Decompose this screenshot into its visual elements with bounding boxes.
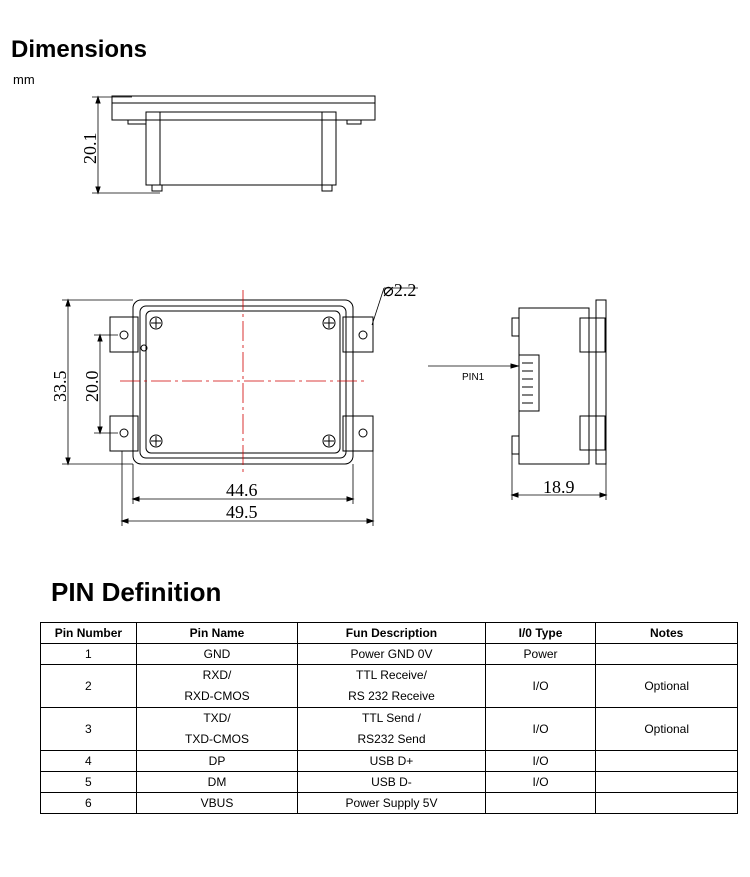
- pin-notes: [595, 750, 738, 772]
- pin-description: Power Supply 5V: [297, 792, 486, 814]
- io-type: Power: [484, 643, 597, 665]
- total-height-label: 33.5: [50, 371, 70, 403]
- pin1-label: PIN1: [462, 372, 485, 383]
- screw-icon: [149, 434, 163, 448]
- screw-icon: [322, 316, 336, 330]
- height-label: 20.1: [80, 133, 100, 165]
- io-type: [484, 792, 597, 814]
- column-header: Notes: [595, 622, 738, 644]
- pin-description-line: RS232 Send: [357, 732, 426, 746]
- pin-number: 4: [40, 750, 137, 772]
- table-row: 2 RXD/RXD-CMOS TTL Receive/RS 232 Receiv…: [40, 664, 738, 708]
- pin-description-line: TTL Send /: [362, 711, 421, 725]
- pin-description-line: TTL Receive/: [356, 668, 427, 682]
- hole-diameter-label: ⌀2.2: [383, 280, 416, 300]
- pin-name-line: RXD-CMOS: [184, 689, 250, 703]
- table-row: 1 GND Power GND 0V Power: [40, 643, 738, 665]
- pin-description: TTL Receive/RS 232 Receive: [297, 664, 486, 708]
- side-profile-view: [92, 95, 376, 195]
- screw-icon: [149, 316, 163, 330]
- column-header: Pin Name: [135, 622, 299, 644]
- pin-description: Power GND 0V: [297, 643, 486, 665]
- inner-width-label: 44.6: [226, 480, 258, 500]
- total-width-label: 49.5: [226, 502, 258, 522]
- pin-description: USB D+: [297, 750, 486, 772]
- pin-table: Pin Number Pin Name Fun Description I/0 …: [40, 622, 738, 814]
- io-type: I/O: [484, 707, 597, 751]
- pin-name: VBUS: [135, 792, 299, 814]
- pin-name: DP: [135, 750, 299, 772]
- pin-name-line: TXD/: [203, 711, 231, 725]
- column-header: I/0 Type: [484, 622, 597, 644]
- column-header: Pin Number: [40, 622, 137, 644]
- pin-number: 5: [40, 771, 137, 793]
- section-title: PIN Definition: [51, 577, 222, 607]
- io-type: I/O: [484, 664, 597, 708]
- pin-name: RXD/RXD-CMOS: [135, 664, 299, 708]
- pin-name: TXD/TXD-CMOS: [135, 707, 299, 751]
- pin-number: 2: [40, 664, 137, 708]
- pin-name: GND: [135, 643, 299, 665]
- screw-icon: [322, 434, 336, 448]
- io-type: I/O: [484, 771, 597, 793]
- unit-label: mm: [13, 72, 35, 87]
- dimension-drawing: 20.1 ⌀2.2 33.5 20.0 44.6 49.5 18.9 PIN1: [50, 95, 608, 526]
- pin-number: 6: [40, 792, 137, 814]
- pin-number: 1: [40, 643, 137, 665]
- pin-notes: Optional: [595, 664, 738, 708]
- table-row: 6 VBUS Power Supply 5V: [40, 792, 738, 814]
- pin-notes: Optional: [595, 707, 738, 751]
- front-view: [62, 287, 418, 526]
- table-row: 5 DM USB D- I/O: [40, 771, 738, 793]
- io-type: I/O: [484, 750, 597, 772]
- table-row: 3 TXD/TXD-CMOS TTL Send /RS232 Send I/O …: [40, 707, 738, 751]
- table-header-row: Pin Number Pin Name Fun Description I/0 …: [40, 622, 738, 644]
- depth-label: 18.9: [543, 477, 575, 497]
- hole-spacing-label: 20.0: [82, 371, 102, 403]
- side-view: [428, 299, 608, 500]
- pin-name-line: TXD-CMOS: [185, 732, 249, 746]
- pin-name-line: RXD/: [202, 668, 232, 682]
- pin-notes: [595, 792, 738, 814]
- pin-notes: [595, 771, 738, 793]
- table-row: 4 DP USB D+ I/O: [40, 750, 738, 772]
- pin-description-line: RS 232 Receive: [348, 689, 435, 703]
- column-header: Fun Description: [297, 622, 486, 644]
- pin-notes: [595, 643, 738, 665]
- page-title: Dimensions: [11, 36, 148, 63]
- pin-description: TTL Send / RS232 Send: [297, 707, 486, 751]
- pin-description: USB D-: [297, 771, 486, 793]
- pin-name: DM: [135, 771, 299, 793]
- pin-number: 3: [40, 707, 137, 751]
